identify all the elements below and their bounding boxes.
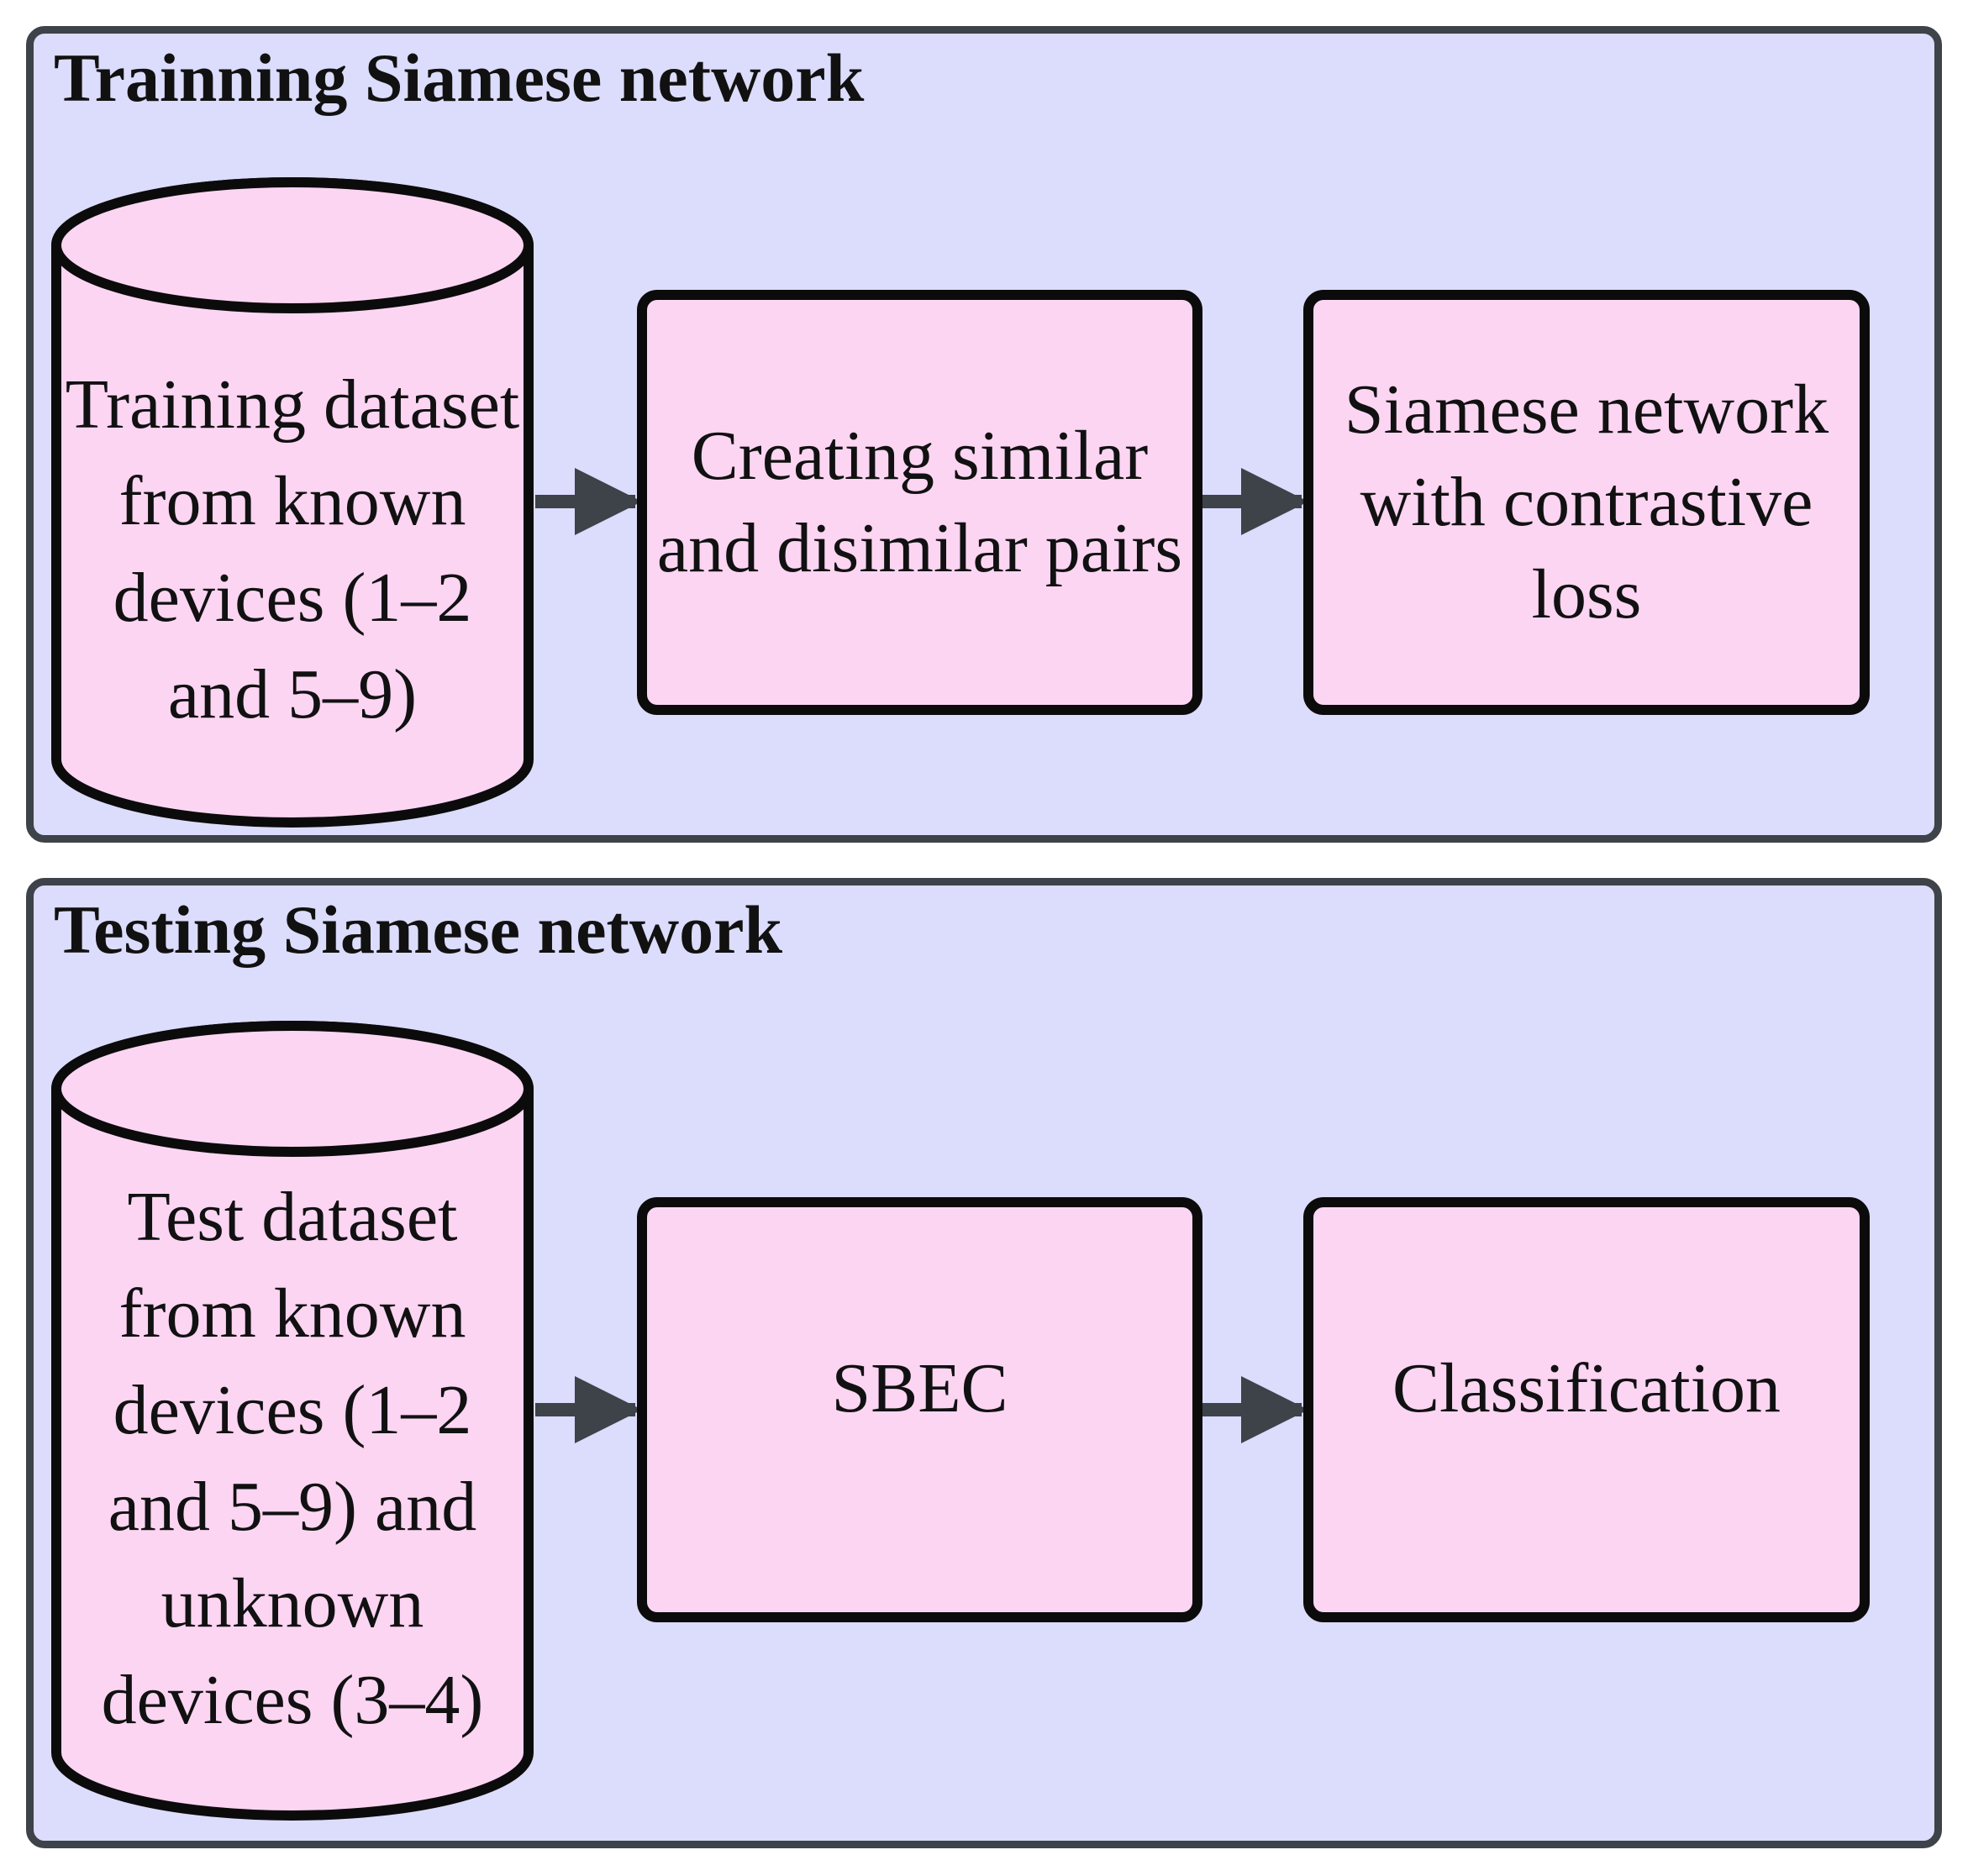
training-dataset-text: Training dataset from known devices (1–2… xyxy=(65,365,520,733)
test-dataset-text: Test dataset from known devices (1–2 and… xyxy=(101,1178,484,1739)
training-database-cylinder-icon xyxy=(51,177,534,828)
siamese-network-box: Siamese network with contrastive loss xyxy=(1303,290,1870,715)
classification-label: Classification xyxy=(1392,1349,1781,1427)
sbec-label: SBEC xyxy=(831,1349,1008,1427)
training-dataset-label: Training dataset from known devices (1–2… xyxy=(63,311,522,788)
test-dataset-label: Test dataset from known devices (1–2 and… xyxy=(63,1156,522,1761)
training-panel-title: Trainning Siamese network xyxy=(54,39,865,116)
creating-pairs-label: Creating similar and disimilar pairs xyxy=(656,417,1183,587)
testing-panel-title: Testing Siamese network xyxy=(54,891,783,968)
siamese-network-label: Siamese network with contrastive loss xyxy=(1344,370,1829,633)
testing-database-cylinder-icon xyxy=(51,1021,534,1821)
classification-box: Classification xyxy=(1303,1197,1870,1622)
creating-pairs-box: Creating similar and disimilar pairs xyxy=(637,290,1202,715)
sbec-box: SBEC xyxy=(637,1197,1202,1622)
